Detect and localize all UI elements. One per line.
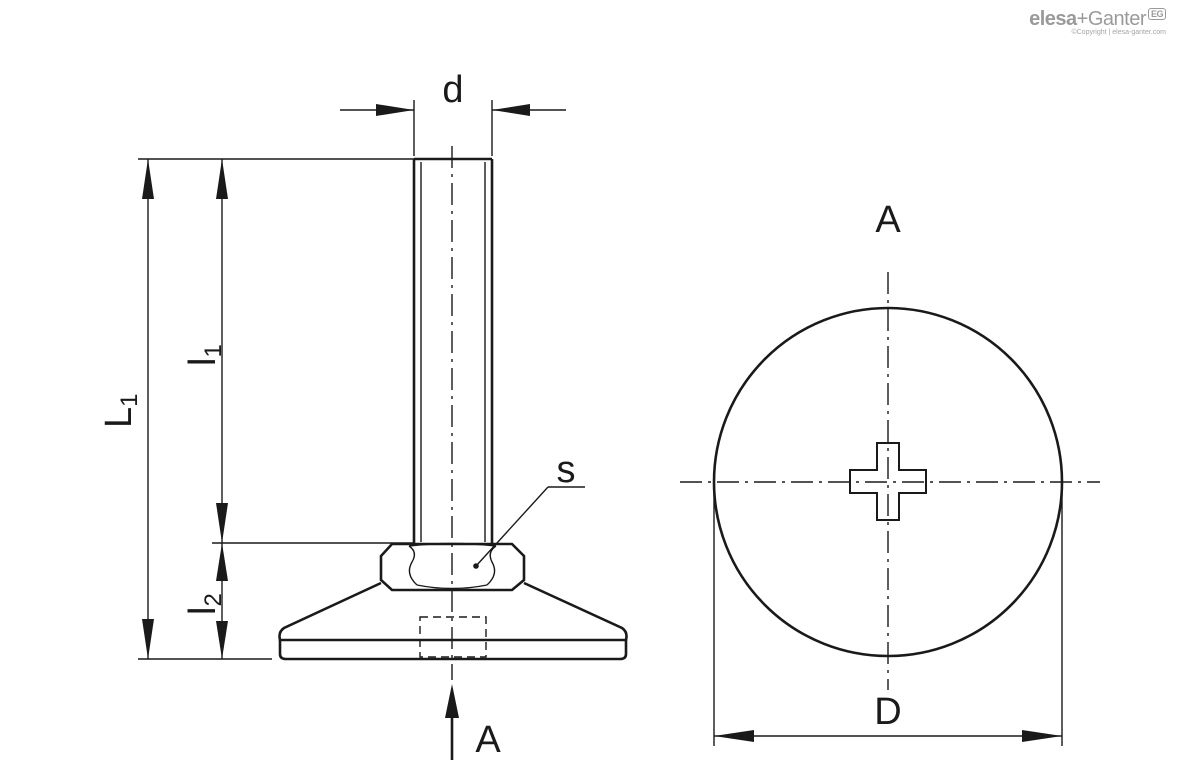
label-s: s <box>557 449 576 491</box>
dimension-l1 <box>216 159 228 543</box>
label-A-bottom: A <box>475 719 501 761</box>
label-A-top: A <box>875 199 901 241</box>
svg-text:l1: l1 <box>182 344 227 366</box>
label-d: d <box>442 69 463 111</box>
dimension-D <box>713 490 1063 746</box>
logo-brand-plus: +Ganter <box>1076 8 1147 30</box>
extension-lines <box>138 158 414 660</box>
conical-base <box>278 581 628 661</box>
label-l2-sub: 2 <box>200 593 227 606</box>
svg-text:l2: l2 <box>182 593 227 615</box>
logo-copyright: ©Copyright | elesa-ganter.com <box>1071 29 1166 36</box>
dimension-L1 <box>142 159 154 659</box>
phillips-cross <box>849 442 927 521</box>
logo-badge: EG <box>1147 8 1166 20</box>
logo-brand-main: elesa <box>1029 8 1077 30</box>
label-L1-main: L <box>98 407 140 428</box>
label-l2-main: l <box>182 607 224 615</box>
label-L1: L1 <box>98 394 143 429</box>
label-D: D <box>874 691 901 733</box>
label-L1-sub: 1 <box>116 394 143 407</box>
leader-s <box>473 486 585 569</box>
side-view: d L1 l1 l2 s A <box>98 69 628 761</box>
svg-text:L1: L1 <box>98 394 143 429</box>
dimension-l2 <box>216 543 228 659</box>
view-arrow-a <box>445 684 459 760</box>
threaded-stem <box>412 157 494 545</box>
label-l1-sub: 1 <box>200 344 227 357</box>
label-l1-main: l <box>182 358 224 366</box>
hex-nut <box>379 542 526 592</box>
label-l1: l1 <box>182 344 227 366</box>
label-l2: l2 <box>182 593 227 615</box>
dimension-d <box>340 100 566 156</box>
view-a: A D <box>680 199 1100 746</box>
